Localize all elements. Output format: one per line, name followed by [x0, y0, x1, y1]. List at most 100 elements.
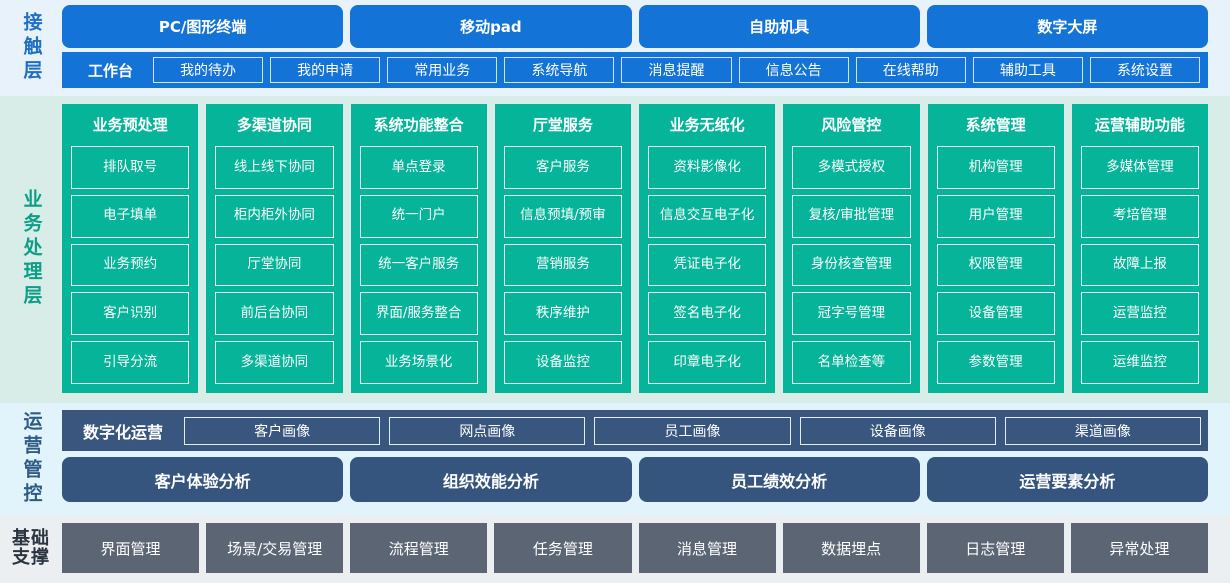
portrait-item-branch[interactable]: 网点画像: [389, 416, 586, 445]
digital-operations-title: 数字化运营: [83, 422, 164, 442]
workbench-item-auxiliary-tools[interactable]: 辅助工具: [972, 57, 1083, 83]
business-item[interactable]: 信息预填/预审: [503, 194, 622, 238]
business-item[interactable]: 秩序维护: [503, 292, 622, 336]
business-item[interactable]: 签名电子化: [648, 292, 767, 336]
foundation-layer-body: 界面管理 场景/交易管理 流程管理 任务管理 消息管理 数据埋点 日志管理 异常…: [62, 523, 1230, 573]
analysis-button-customer-experience[interactable]: 客户体验分析: [62, 457, 344, 502]
access-layer-label-text: 接触层: [20, 11, 43, 84]
foundation-item-ui-management[interactable]: 界面管理: [62, 523, 200, 573]
foundation-layer: 基础 支撑 界面管理 场景/交易管理 流程管理 任务管理 消息管理 数据埋点 日…: [0, 515, 1230, 583]
access-layer: 接触层 PC/图形终端 移动pad 自助机具 数字大屏 工作台 我的待办 我的申…: [0, 0, 1230, 96]
channel-button-mobile-pad[interactable]: 移动pad: [350, 5, 632, 48]
business-item[interactable]: 业务预约: [71, 243, 190, 287]
business-item[interactable]: 前后台协同: [215, 292, 334, 336]
business-layer-body: 业务预处理 排队取号 电子填单 业务预约 客户识别 引导分流 多渠道协同 线上线…: [62, 104, 1230, 393]
business-column-title: 厅堂服务: [532, 116, 593, 134]
business-column-title: 业务预处理: [92, 116, 168, 134]
business-item[interactable]: 考培管理: [1080, 194, 1199, 238]
business-item[interactable]: 信息交互电子化: [648, 194, 767, 238]
foundation-item-data-tracking[interactable]: 数据埋点: [782, 523, 920, 573]
workbench-item-my-todo[interactable]: 我的待办: [153, 57, 264, 83]
business-item[interactable]: 厅堂协同: [215, 243, 334, 287]
foundation-item-exception-handling[interactable]: 异常处理: [1070, 523, 1208, 573]
access-layer-label: 接触层: [0, 5, 62, 90]
portrait-item-device[interactable]: 设备画像: [799, 416, 996, 445]
analysis-button-organizational-efficiency[interactable]: 组织效能分析: [350, 457, 632, 502]
business-column-system-integration: 系统功能整合 单点登录 统一门户 统一客户服务 界面/服务整合 业务场景化: [350, 104, 487, 393]
business-item[interactable]: 柜内柜外协同: [215, 194, 334, 238]
business-item[interactable]: 统一客户服务: [359, 243, 478, 287]
portrait-item-channel[interactable]: 渠道画像: [1004, 416, 1202, 445]
business-item[interactable]: 设备管理: [936, 292, 1055, 336]
business-item[interactable]: 统一门户: [359, 194, 478, 238]
channel-row: PC/图形终端 移动pad 自助机具 数字大屏: [62, 5, 1208, 48]
business-item[interactable]: 单点登录: [359, 146, 478, 189]
business-item[interactable]: 设备监控: [503, 341, 622, 384]
workbench-bar: 工作台 我的待办 我的申请 常用业务 系统导航 消息提醒 信息公告 在线帮助 辅…: [62, 52, 1208, 88]
foundation-item-process-management[interactable]: 流程管理: [350, 523, 488, 573]
business-item[interactable]: 资料影像化: [648, 146, 767, 189]
business-item[interactable]: 引导分流: [71, 341, 190, 384]
foundation-layer-label-line1: 基础: [12, 527, 50, 549]
business-layer: 业务处理层 业务预处理 排队取号 电子填单 业务预约 客户识别 引导分流 多渠道…: [0, 96, 1230, 403]
business-item[interactable]: 用户管理: [936, 194, 1055, 238]
business-column-title: 风险管控: [821, 116, 882, 134]
business-item[interactable]: 机构管理: [936, 146, 1055, 189]
portrait-item-customer[interactable]: 客户画像: [184, 416, 381, 445]
foundation-item-task-management[interactable]: 任务管理: [494, 523, 632, 573]
workbench-item-my-application[interactable]: 我的申请: [270, 57, 381, 83]
business-item[interactable]: 客户识别: [71, 292, 190, 336]
foundation-row: 界面管理 场景/交易管理 流程管理 任务管理 消息管理 数据埋点 日志管理 异常…: [62, 523, 1208, 573]
business-item[interactable]: 运维监控: [1080, 341, 1199, 384]
business-column-title: 系统功能整合: [373, 116, 464, 134]
business-item[interactable]: 复核/审批管理: [792, 194, 911, 238]
access-layer-body: PC/图形终端 移动pad 自助机具 数字大屏 工作台 我的待办 我的申请 常用…: [62, 5, 1230, 90]
business-item[interactable]: 线上线下协同: [215, 146, 334, 189]
workbench-item-common-business[interactable]: 常用业务: [387, 57, 498, 83]
channel-button-pc[interactable]: PC/图形终端: [62, 5, 344, 48]
workbench-item-message-reminder[interactable]: 消息提醒: [621, 57, 732, 83]
business-item[interactable]: 故障上报: [1080, 243, 1199, 287]
business-item[interactable]: 业务场景化: [359, 341, 478, 384]
business-item[interactable]: 界面/服务整合: [359, 292, 478, 336]
business-item[interactable]: 身份核查管理: [792, 243, 911, 287]
digital-operations-bar: 数字化运营 客户画像 网点画像 员工画像 设备画像 渠道画像: [62, 410, 1208, 451]
business-column-operation-support: 运营辅助功能 多媒体管理 考培管理 故障上报 运营监控 运维监控: [1071, 104, 1208, 393]
business-item[interactable]: 排队取号: [71, 146, 190, 189]
business-column-title: 业务无纸化: [669, 116, 745, 134]
business-column-paperless: 业务无纸化 资料影像化 信息交互电子化 凭证电子化 签名电子化 印章电子化: [639, 104, 776, 393]
workbench-item-information-bulletin[interactable]: 信息公告: [738, 57, 849, 83]
operations-layer-body: 数字化运营 客户画像 网点画像 员工画像 设备画像 渠道画像 客户体验分析 组织…: [62, 410, 1230, 507]
business-item[interactable]: 冠字号管理: [792, 292, 911, 336]
analysis-button-employee-performance[interactable]: 员工绩效分析: [638, 457, 920, 502]
business-column-system-management: 系统管理 机构管理 用户管理 权限管理 设备管理 参数管理: [927, 104, 1064, 393]
business-item[interactable]: 运营监控: [1080, 292, 1199, 336]
business-columns: 业务预处理 排队取号 电子填单 业务预约 客户识别 引导分流 多渠道协同 线上线…: [62, 104, 1208, 393]
foundation-item-log-management[interactable]: 日志管理: [926, 523, 1064, 573]
business-column-title: 多渠道协同: [236, 116, 312, 134]
business-item[interactable]: 多渠道协同: [215, 341, 334, 384]
business-item[interactable]: 凭证电子化: [648, 243, 767, 287]
channel-button-digital-screen[interactable]: 数字大屏: [926, 5, 1208, 48]
business-item[interactable]: 权限管理: [936, 243, 1055, 287]
channel-button-self-service[interactable]: 自助机具: [638, 5, 920, 48]
business-item[interactable]: 参数管理: [936, 341, 1055, 384]
business-item[interactable]: 名单检查等: [792, 341, 911, 384]
portrait-item-employee[interactable]: 员工画像: [594, 416, 791, 445]
workbench-item-system-navigation[interactable]: 系统导航: [504, 57, 615, 83]
business-column-multichannel: 多渠道协同 线上线下协同 柜内柜外协同 厅堂协同 前后台协同 多渠道协同: [206, 104, 343, 393]
business-item[interactable]: 营销服务: [503, 243, 622, 287]
analysis-button-operational-factors[interactable]: 运营要素分析: [926, 457, 1208, 502]
operations-layer: 运营管控 数字化运营 客户画像 网点画像 员工画像 设备画像 渠道画像 客户体验…: [0, 403, 1230, 515]
operations-layer-label-text: 运营管控: [20, 410, 43, 507]
business-item[interactable]: 多模式授权: [792, 146, 911, 189]
foundation-layer-label-line2: 支撑: [12, 547, 50, 568]
business-item[interactable]: 客户服务: [503, 146, 622, 189]
business-item[interactable]: 多媒体管理: [1080, 146, 1199, 189]
business-item[interactable]: 电子填单: [71, 194, 190, 238]
foundation-item-scenario-transaction-management[interactable]: 场景/交易管理: [206, 523, 344, 573]
workbench-item-system-settings[interactable]: 系统设置: [1089, 57, 1200, 83]
foundation-item-message-management[interactable]: 消息管理: [638, 523, 776, 573]
workbench-item-online-help[interactable]: 在线帮助: [855, 57, 966, 83]
business-item[interactable]: 印章电子化: [648, 341, 767, 384]
